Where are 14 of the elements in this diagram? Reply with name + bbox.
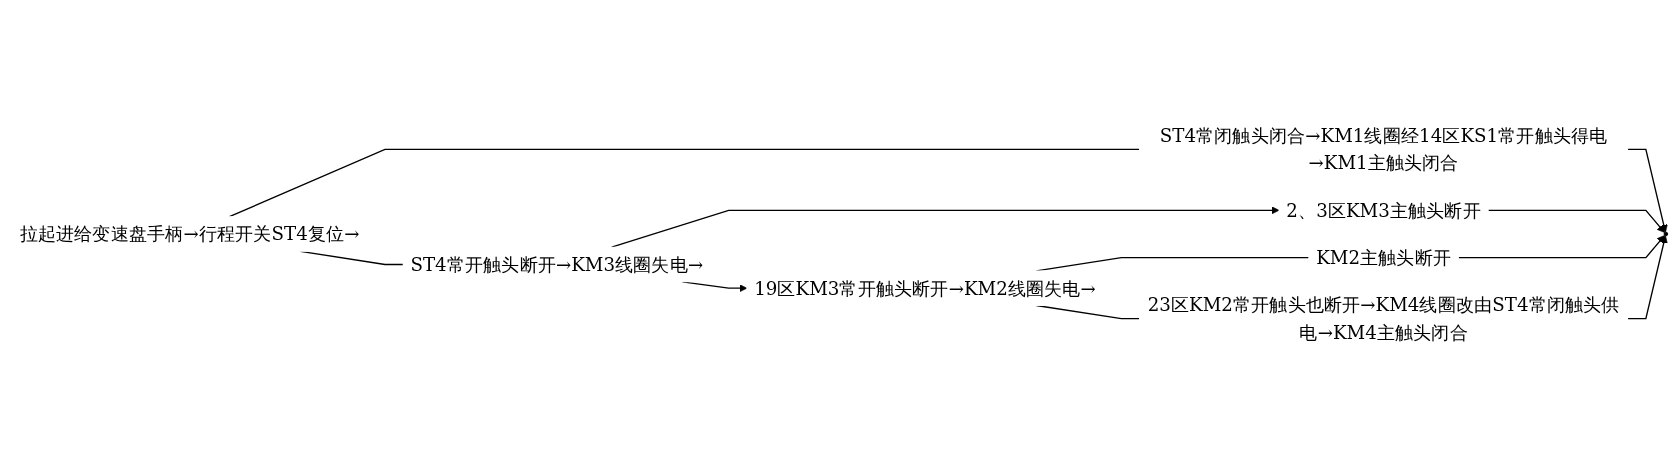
arrow <box>1626 148 1668 233</box>
arrow <box>611 206 1280 248</box>
node-text: ST4常闭触头闭合→KM1线圈经14区KS1常开触头得电→KM1主触头闭合 <box>1159 124 1608 174</box>
node-point <box>1663 231 1669 237</box>
node-text: ST4常开触头断开→KM3线圈失电→ <box>410 253 704 276</box>
arrow <box>1487 209 1666 233</box>
arrow <box>1626 235 1668 320</box>
node-text: 2、3区KM3主触头断开 <box>1286 199 1481 222</box>
node-text: 23区KM2常开触头也断开→KM4线圈改由ST4常闭触头供电→KM4主触头闭合 <box>1147 294 1620 344</box>
connector <box>228 148 1141 218</box>
node-text: 拉起进给变速盘手柄→行程开关ST4复位→ <box>19 223 360 245</box>
node-text: 19区KM3常开触头断开→KM2线圈失电→ <box>754 277 1096 300</box>
arrow <box>1457 235 1666 259</box>
node-text: KM2主触头断开 <box>1316 246 1452 269</box>
